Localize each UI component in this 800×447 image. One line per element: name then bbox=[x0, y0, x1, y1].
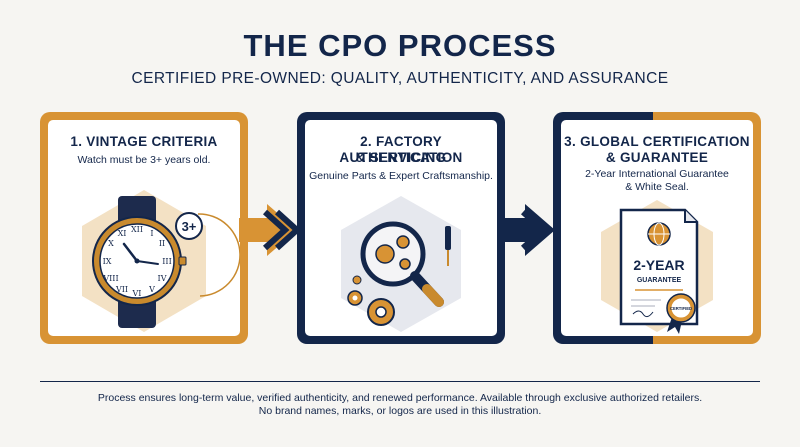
arrow-shape bbox=[239, 204, 297, 256]
watch-icon: XII I II III IV V VI VII VIII IX X XI 3+ bbox=[82, 190, 240, 332]
step-card-inner: 1. VINTAGE CRITERIA Watch must be 3+ yea… bbox=[48, 120, 240, 336]
arrow-chevron bbox=[520, 209, 548, 251]
step-card-global-certification: 3. GLOBAL CERTIFICATION & GUARANTEE 2-Ye… bbox=[553, 112, 761, 344]
gear-icon bbox=[367, 298, 395, 326]
seal-text: CERTIFIED bbox=[670, 306, 692, 311]
seal-inner bbox=[670, 297, 692, 319]
watch-center-pin bbox=[134, 258, 140, 264]
arrow-right-icon bbox=[497, 204, 555, 256]
magnifier-gears-icon bbox=[341, 196, 461, 332]
part-gear bbox=[399, 258, 411, 270]
part-gear bbox=[375, 244, 395, 264]
watch-crown bbox=[178, 256, 187, 266]
footer-line-1: Process ensures long-term value, verifie… bbox=[97, 392, 703, 404]
step-description: Genuine Parts & Expert Craftsmanship. bbox=[309, 170, 493, 182]
svg-text:IX: IX bbox=[103, 257, 112, 266]
footer-note: Process ensures long-term value, verifie… bbox=[0, 392, 800, 418]
badge-arc bbox=[197, 213, 240, 297]
signature-scribble bbox=[632, 310, 654, 318]
step-card-vintage-criteria: 1. VINTAGE CRITERIA Watch must be 3+ yea… bbox=[40, 112, 248, 344]
age-badge-text: 3+ bbox=[182, 219, 197, 234]
certificate-heading: 2-YEAR bbox=[633, 257, 684, 273]
svg-text:XI: XI bbox=[118, 229, 127, 238]
step-title: 1. VINTAGE CRITERIA bbox=[70, 134, 218, 149]
svg-text:VIII: VIII bbox=[102, 274, 118, 283]
watch-minute-hand bbox=[136, 260, 159, 265]
arrow-chevron bbox=[262, 209, 290, 251]
step-description-line2: & White Seal. bbox=[625, 181, 689, 193]
svg-text:I: I bbox=[150, 229, 153, 238]
step-card-factory-authentication: 2. FACTORY AUTHENTICATION & SERVICING Ge… bbox=[297, 112, 505, 344]
magnifier-handle-grip bbox=[422, 284, 444, 307]
step-description: 2-Year International Guarantee bbox=[585, 168, 729, 180]
gear-icon bbox=[352, 275, 362, 285]
step-title-line2: & SERVICING bbox=[355, 150, 447, 165]
certificate-subheading: GUARANTEE bbox=[637, 277, 682, 284]
footer-line-2: No brand names, marks, or logos are used… bbox=[258, 405, 542, 417]
svg-text:III: III bbox=[162, 257, 171, 266]
step-card-inner: 3. GLOBAL CERTIFICATION & GUARANTEE 2-Ye… bbox=[561, 120, 753, 336]
screwdriver-handle bbox=[445, 226, 451, 250]
footer-divider bbox=[40, 381, 760, 382]
watch-hour-hand bbox=[122, 242, 139, 263]
arrow-shape bbox=[497, 204, 555, 256]
svg-text:V: V bbox=[148, 285, 155, 294]
part-gear bbox=[396, 235, 410, 249]
step-title-line2: & GUARANTEE bbox=[605, 150, 709, 165]
step-title: 3. GLOBAL CERTIFICATION bbox=[564, 134, 750, 149]
svg-text:II: II bbox=[159, 239, 165, 248]
svg-text:IV: IV bbox=[158, 274, 167, 283]
step-title: 2. FACTORY AUTHENTICATION bbox=[339, 134, 463, 165]
svg-text:VII: VII bbox=[115, 285, 128, 294]
arrow-right-icon bbox=[239, 204, 301, 256]
gear-icon bbox=[347, 290, 363, 306]
step-description: Watch must be 3+ years old. bbox=[77, 154, 211, 166]
page-subtitle: CERTIFIED PRE-OWNED: QUALITY, AUTHENTICI… bbox=[131, 70, 669, 87]
step-card-inner: 2. FACTORY AUTHENTICATION & SERVICING Ge… bbox=[305, 120, 497, 336]
page-title: THE CPO PROCESS bbox=[243, 28, 557, 63]
certificate-icon: 2-YEAR GUARANTEE CERTIFIED bbox=[601, 200, 713, 334]
svg-text:VI: VI bbox=[132, 289, 142, 298]
certificate-fold bbox=[684, 210, 697, 223]
screwdriver-tip bbox=[447, 250, 449, 266]
age-badge bbox=[175, 212, 203, 240]
watch-numerals: XII I II III IV V VI VII VIII IX X XI bbox=[102, 225, 171, 298]
svg-text:XII: XII bbox=[131, 225, 143, 234]
svg-text:X: X bbox=[108, 239, 114, 248]
